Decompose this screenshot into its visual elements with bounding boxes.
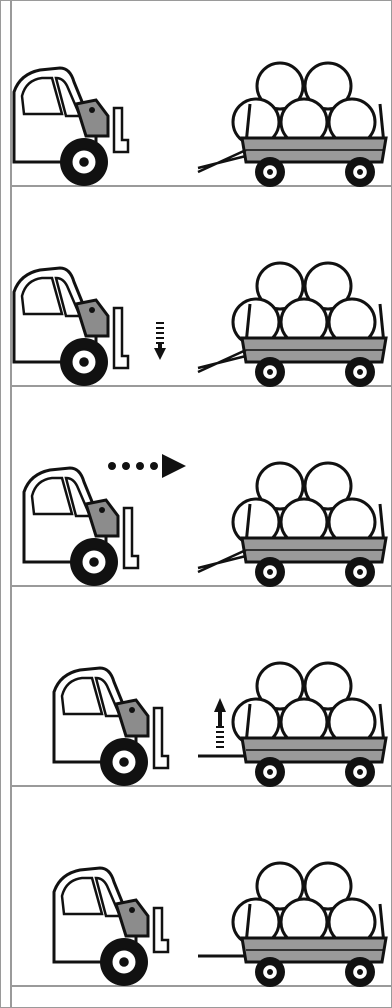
step-5 [0,804,392,1004]
telehandler-wheel [60,138,108,186]
trailer [198,663,386,787]
hitch-bracket [154,908,168,952]
hitch-bracket [154,708,168,768]
trailer-wheel-front [255,957,285,987]
drawbar [198,550,246,572]
drawbar [198,150,246,172]
step-4 [0,604,392,804]
telehandler [14,68,128,186]
trailer-wheel-rear [345,957,375,987]
step-3 [0,404,392,604]
trailer-wheel-front [255,157,285,187]
movement-arrow [214,698,226,748]
hay-bales [233,263,375,345]
trailer-wheel-front [255,357,285,387]
trailer-wheel-rear [345,557,375,587]
trailer-wheel-rear [345,157,375,187]
hitch-bracket [114,308,128,368]
trailer-wheel-rear [345,357,375,387]
step-2 [0,204,392,404]
hay-bales [233,863,375,945]
telehandler-wheel [70,538,118,586]
telehandler [54,868,168,986]
telehandler [24,468,138,586]
trailer-wheel-front [255,757,285,787]
hay-bales [233,463,375,545]
hay-bales [233,663,375,745]
trailer-wheel-rear [345,757,375,787]
trailer [198,863,386,987]
movement-arrow [108,454,186,478]
hay-bales [233,63,375,145]
telehandler-wheel [100,938,148,986]
telehandler [14,268,128,386]
trailer [198,463,386,587]
telehandler-wheel [100,738,148,786]
trailer-wheel-front [255,557,285,587]
drawbar [198,350,246,372]
step-1 [0,4,392,204]
trailer [198,63,386,187]
telehandler-wheel [60,338,108,386]
telehandler [54,668,168,786]
hitch-bracket [114,108,128,152]
hitch-bracket [124,508,138,568]
trailer [198,263,386,387]
movement-arrow [154,322,166,360]
